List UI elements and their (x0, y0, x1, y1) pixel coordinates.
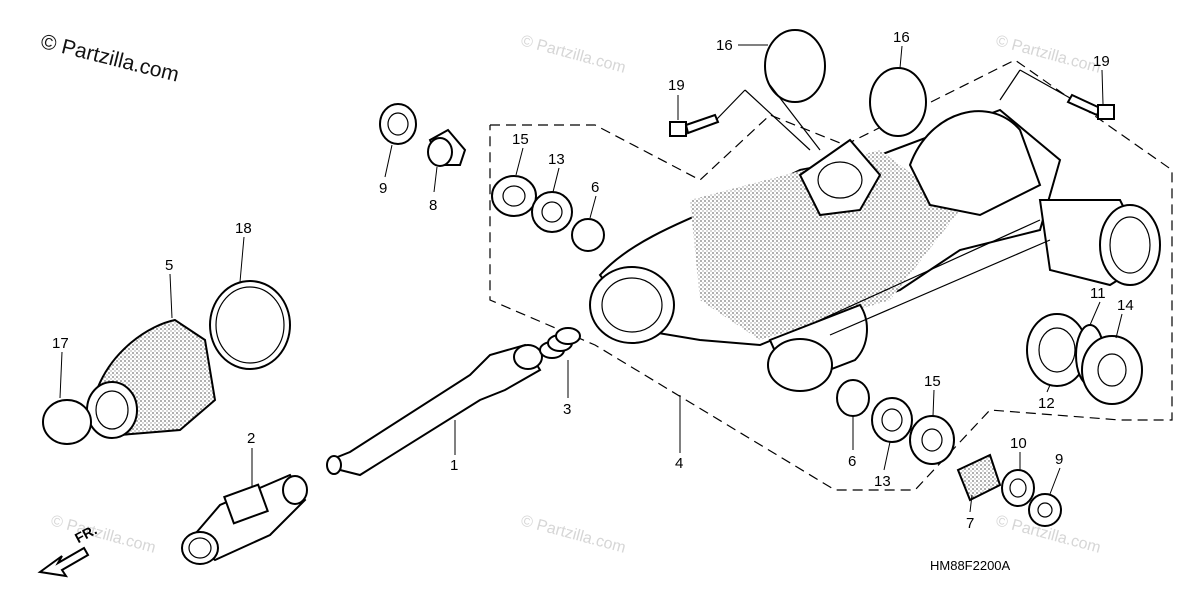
spring (539, 327, 581, 359)
callout-9-upper: 9 (379, 180, 387, 197)
callout-18: 18 (235, 220, 252, 237)
drive-shaft (326, 343, 543, 477)
callout-6-upper: 6 (591, 179, 599, 196)
universal-joint (181, 473, 308, 565)
watermark-text: © Partzilla.com (519, 32, 628, 76)
watermarks: © Partzilla.com © Partzilla.com © Partzi… (49, 32, 1103, 556)
watermark-text: © Partzilla.com (49, 512, 158, 556)
bearing-group-right (1026, 313, 1143, 405)
watermark-text: © Partzilla.com (994, 32, 1103, 76)
watermark-text: © Partzilla.com (519, 512, 628, 556)
diagram-code: HM88F2200A (930, 558, 1011, 573)
callout-7: 7 (966, 515, 974, 532)
callout-8: 8 (429, 197, 437, 214)
boot (86, 318, 217, 439)
swingarm (589, 108, 1161, 392)
callout-2: 2 (247, 430, 255, 447)
callout-13-upper: 13 (548, 151, 565, 168)
callout-19-left: 19 (668, 77, 685, 94)
callout-1: 1 (450, 457, 458, 474)
callout-3: 3 (563, 401, 571, 418)
bolt-19-right (1066, 93, 1115, 120)
bearing-group-left (491, 175, 605, 252)
callout-13-lower: 13 (874, 473, 891, 490)
bolt-19-left (669, 113, 720, 137)
callout-16-left: 16 (716, 37, 733, 54)
bearing-group-lower (836, 379, 955, 465)
callout-12: 12 (1038, 395, 1055, 412)
clamp-18 (209, 280, 291, 370)
callout-15-lower: 15 (924, 373, 941, 390)
parts-8-9 (379, 103, 467, 167)
callout-6-lower: 6 (848, 453, 856, 470)
clamp-17 (42, 399, 92, 445)
o-ring-16-b (869, 67, 927, 137)
callout-15-upper: 15 (512, 131, 529, 148)
callout-5: 5 (165, 257, 173, 274)
callouts: 1 2 3 4 5 6 6 7 8 9 9 10 11 12 13 13 14 … (52, 29, 1134, 532)
parts-7-10-9 (956, 453, 1062, 527)
callout-17: 17 (52, 335, 69, 352)
callout-11: 11 (1090, 285, 1106, 302)
front-arrow-icon (37, 546, 90, 578)
o-ring-16-a (764, 29, 826, 103)
callout-10: 10 (1010, 435, 1027, 452)
callout-16-right: 16 (893, 29, 910, 46)
callout-4: 4 (675, 455, 683, 472)
callout-19-right: 19 (1093, 53, 1110, 70)
callout-9-lower: 9 (1055, 451, 1063, 468)
leader-lines (59, 44, 1123, 513)
assembly-boundary (489, 59, 1173, 491)
callout-14: 14 (1117, 297, 1134, 314)
